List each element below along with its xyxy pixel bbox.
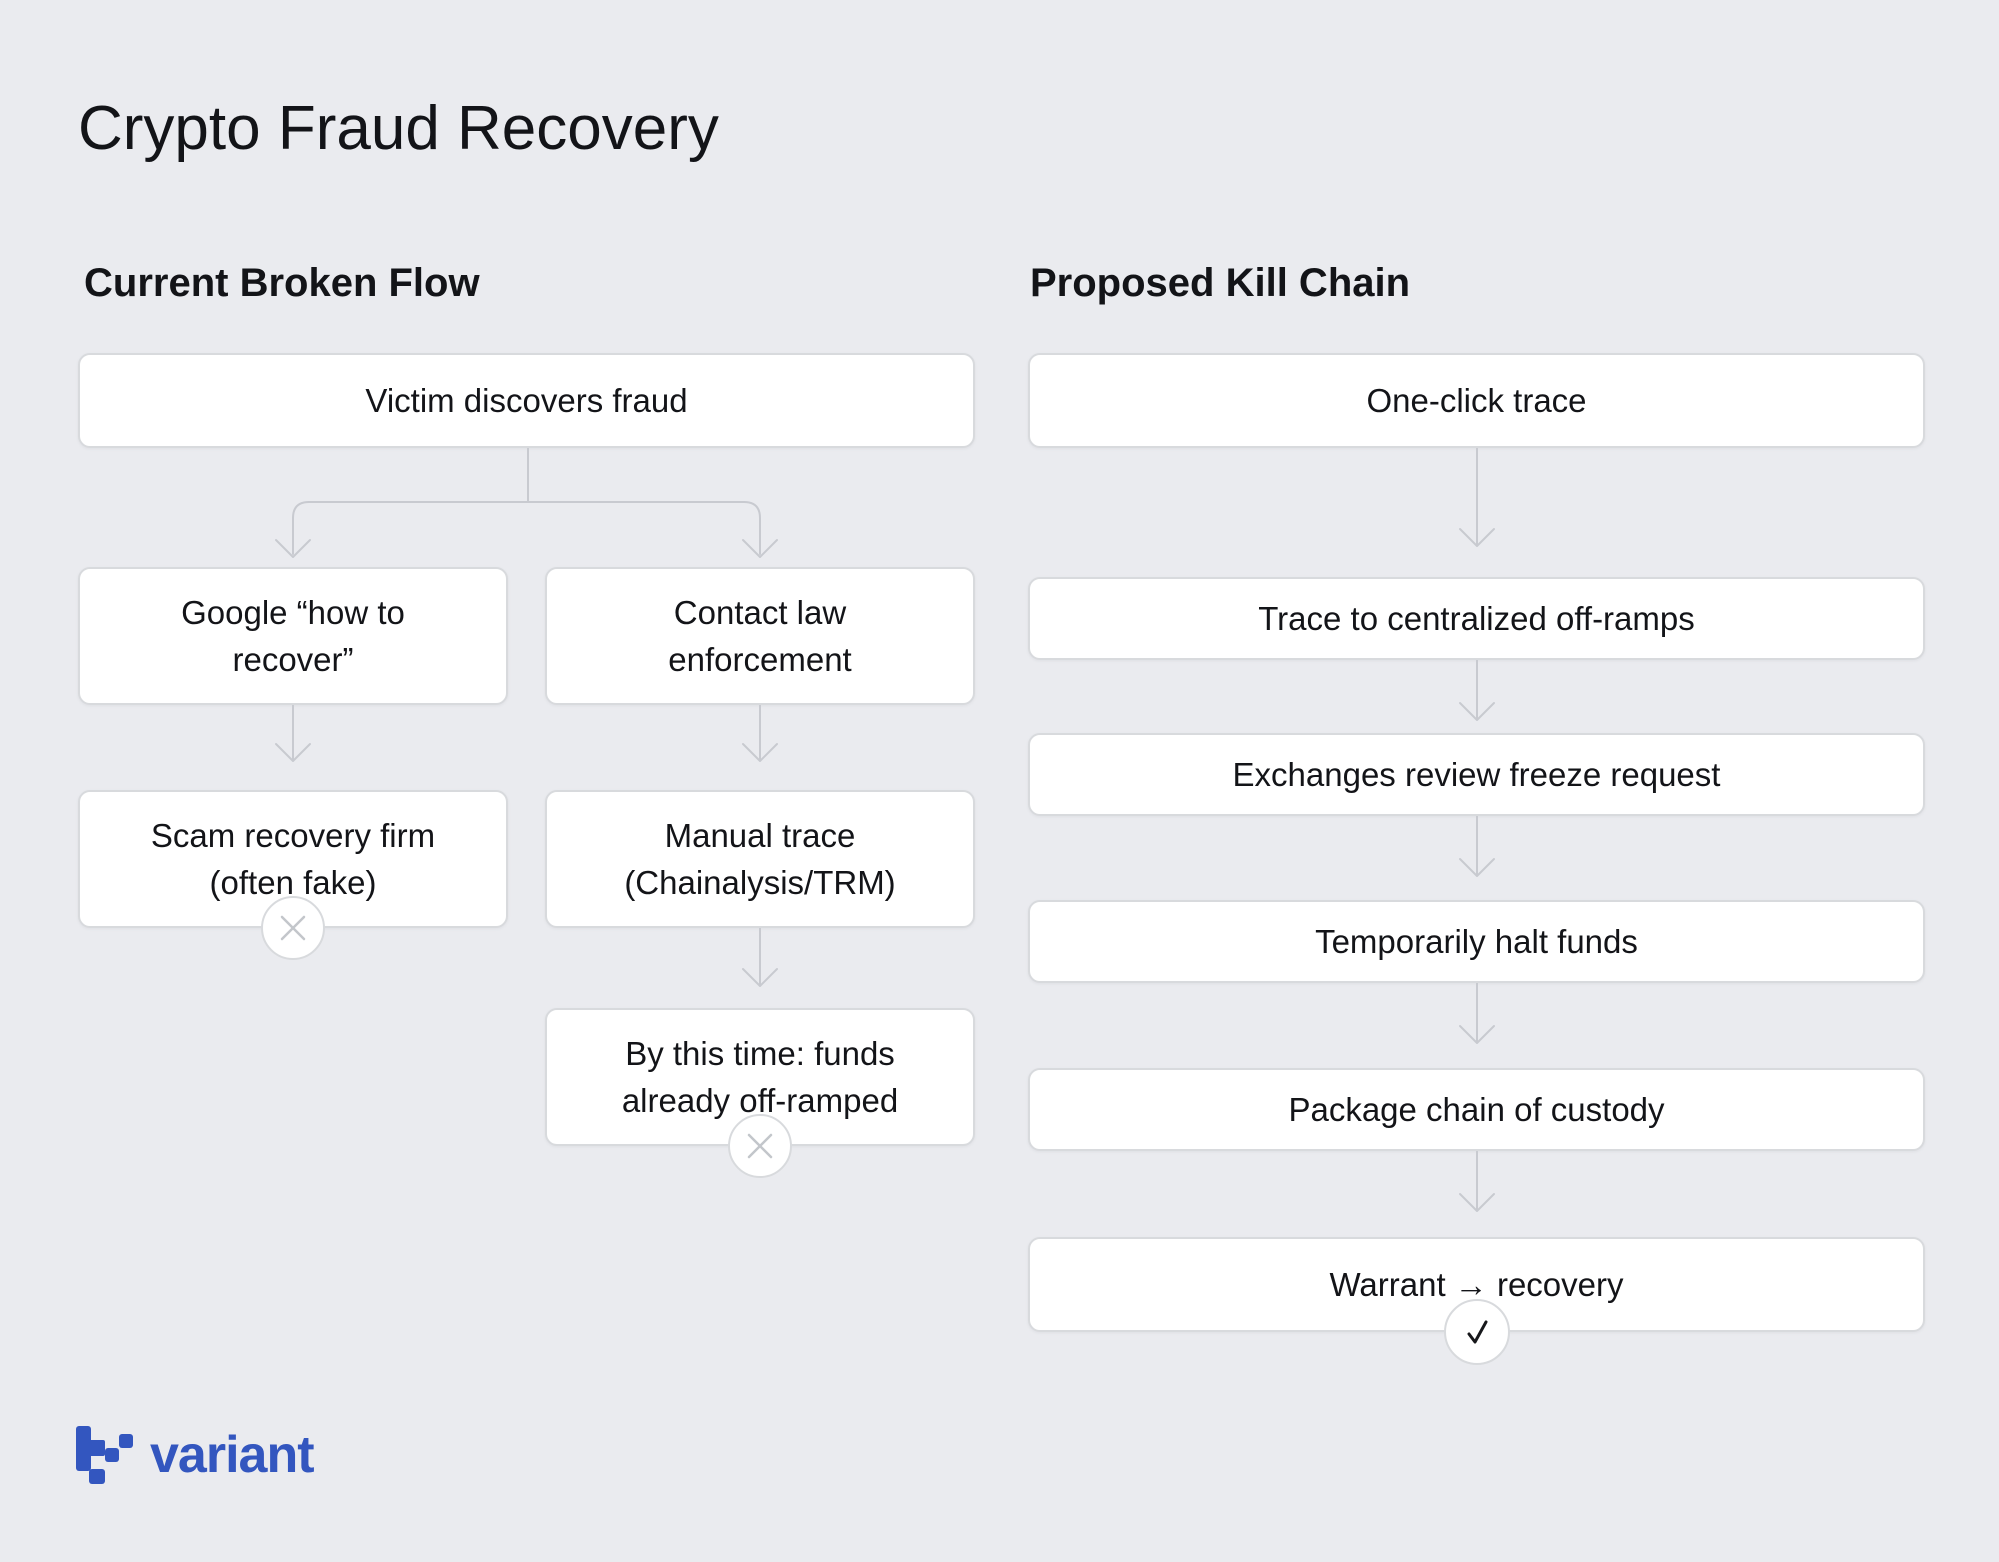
variant-logo-icon	[76, 1426, 133, 1484]
arrow-head-icon	[742, 743, 778, 762]
flow-node-temporarily-halt-funds: Temporarily halt funds	[1028, 900, 1925, 983]
flow-node-trace-to-offramps: Trace to centralized off-ramps	[1028, 577, 1925, 660]
arrow-down-connector	[1459, 1151, 1495, 1212]
left-flow-heading: Current Broken Flow	[84, 261, 480, 305]
flow-node-exchanges-review-freeze: Exchanges review freeze request	[1028, 733, 1925, 816]
arrow-head-icon	[1459, 702, 1495, 721]
arrow-head-icon	[742, 539, 778, 558]
brand-name: variant	[150, 1426, 315, 1484]
arrow-head-icon	[1459, 528, 1495, 547]
arrow-down-connector	[1459, 983, 1495, 1044]
flow-node-one-click-trace: One-click trace	[1028, 353, 1925, 448]
fail-badge	[728, 1114, 792, 1178]
arrow-head-icon	[1459, 1025, 1495, 1044]
arrow-down-connector	[1459, 816, 1495, 877]
node-label: Scam recovery firm (often fake)	[150, 817, 436, 901]
flow-node-contact-law-enforcement: Contact law enforcement	[545, 567, 975, 705]
node-label: Package chain of custody	[1288, 1091, 1665, 1128]
flow-node-package-chain-of-custody: Package chain of custody	[1028, 1068, 1925, 1151]
arrow-down-connector	[742, 928, 778, 987]
node-label: Google “how to recover”	[181, 594, 405, 678]
arrow-down-connector	[742, 705, 778, 762]
fail-badge	[261, 896, 325, 960]
right-flow-heading: Proposed Kill Chain	[1030, 261, 1411, 305]
arrow-head-icon	[275, 539, 311, 558]
page-title: Crypto Fraud Recovery	[78, 94, 719, 163]
arrow-head-icon	[275, 743, 311, 762]
arrow-head-icon	[1459, 858, 1495, 877]
arrow-down-connector	[275, 705, 311, 762]
node-label: Exchanges review freeze request	[1232, 756, 1721, 793]
x-icon	[280, 915, 306, 941]
node-label: By this time: funds already off-ramped	[621, 1035, 899, 1119]
flow-node-google-how-to-recover: Google “how to recover”	[78, 567, 508, 705]
flow-node-victim-discovers-fraud: Victim discovers fraud	[78, 353, 975, 448]
node-label: Warrant → recovery	[1329, 1266, 1624, 1303]
brand-footer: variant	[76, 1424, 315, 1486]
success-badge	[1444, 1299, 1510, 1365]
arrow-head-icon	[742, 968, 778, 987]
node-label: Contact law enforcement	[668, 594, 852, 678]
node-label: Trace to centralized off-ramps	[1258, 600, 1695, 637]
arrow-down-connector	[1459, 660, 1495, 721]
flow-node-manual-trace: Manual trace (Chainalysis/TRM)	[545, 790, 975, 928]
branch-connector	[275, 448, 778, 558]
arrow-down-connector	[1459, 448, 1495, 547]
arrow-head-icon	[1459, 1193, 1495, 1212]
node-label: Manual trace (Chainalysis/TRM)	[624, 817, 896, 901]
check-icon	[1467, 1320, 1488, 1344]
x-icon	[747, 1133, 773, 1159]
node-label: Temporarily halt funds	[1315, 923, 1638, 960]
node-label: One-click trace	[1366, 382, 1587, 419]
node-label: Victim discovers fraud	[365, 382, 688, 419]
flow-node-warrant-recovery: Warrant → recovery	[1028, 1237, 1925, 1332]
